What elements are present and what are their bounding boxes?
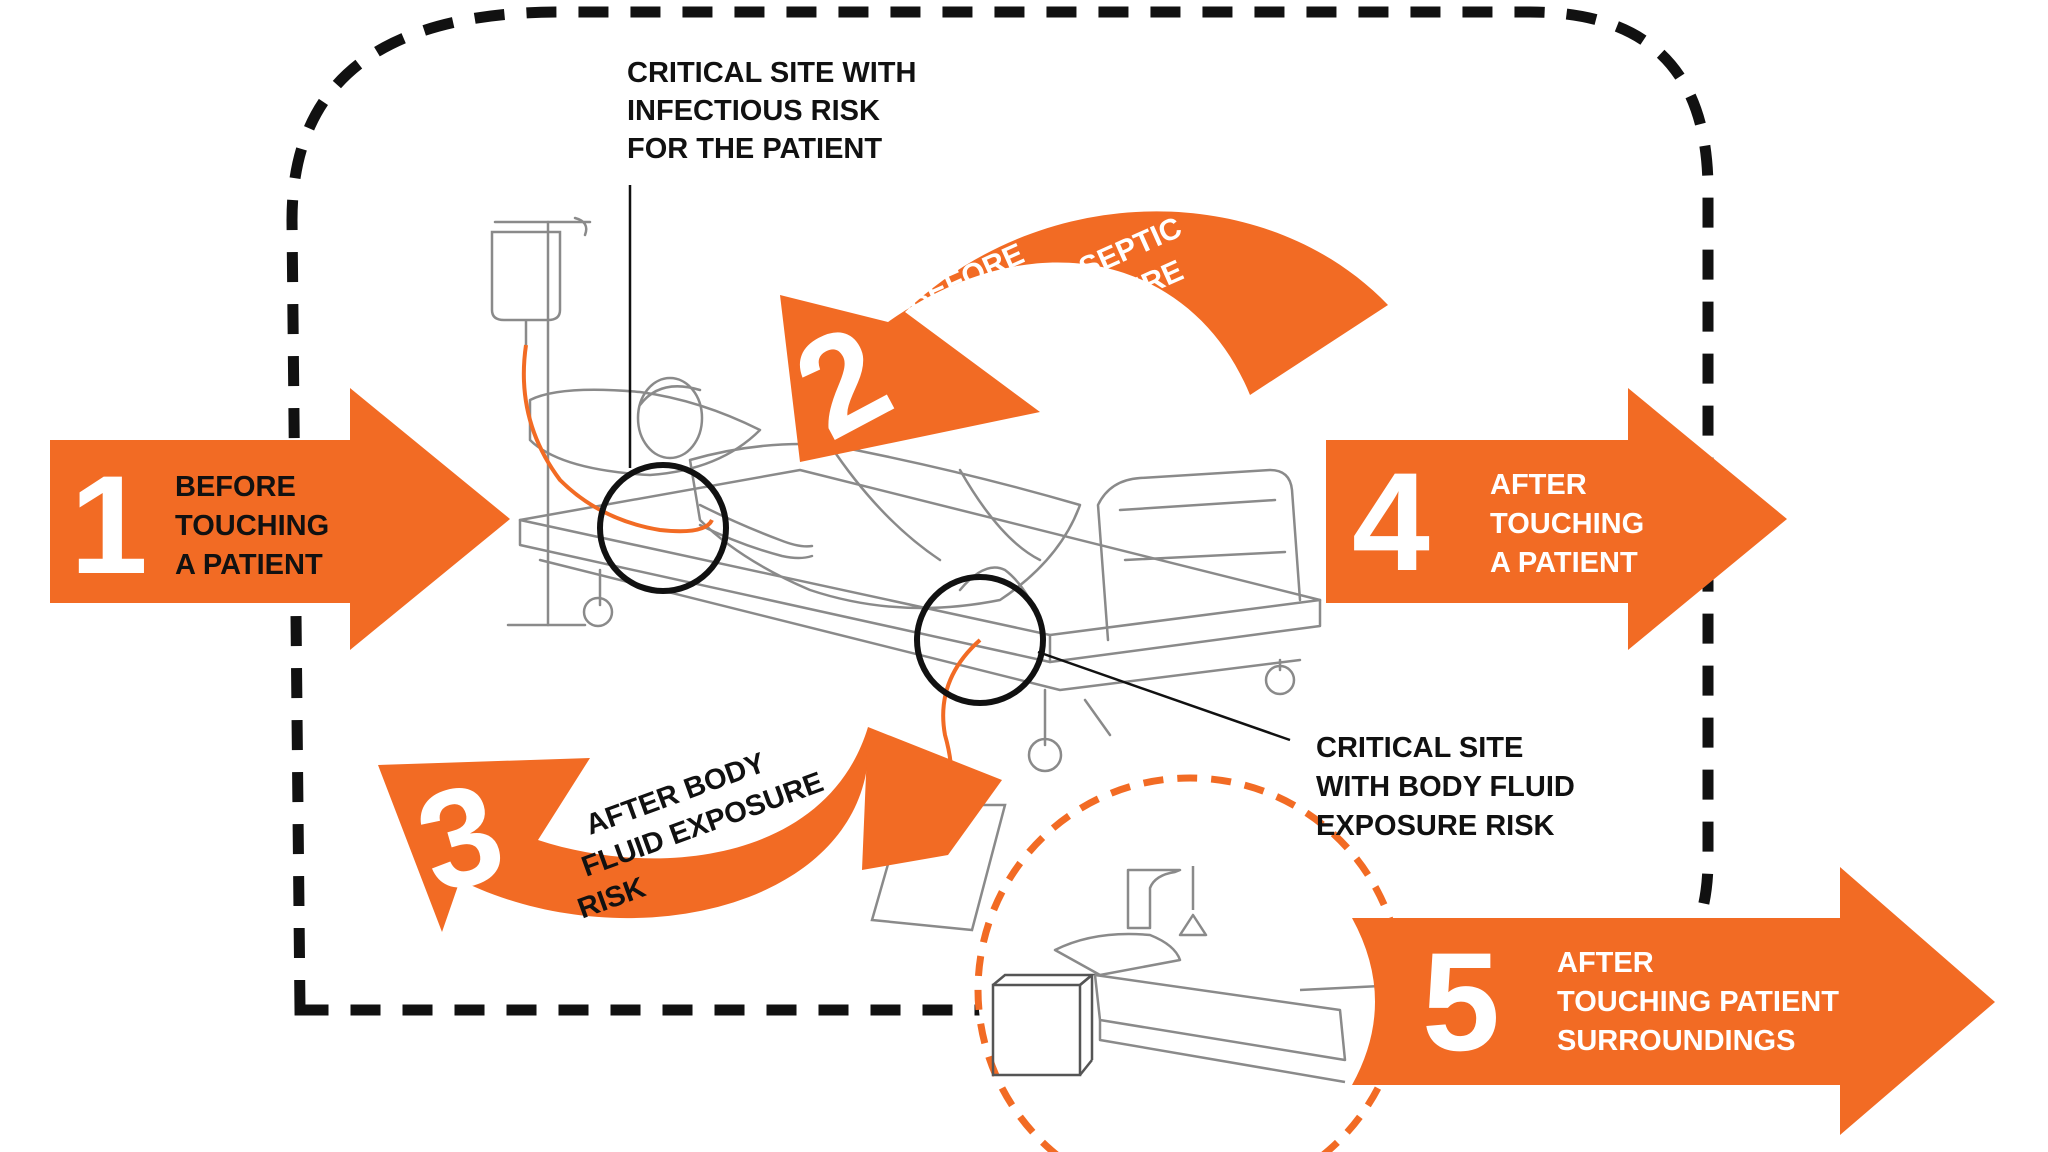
moment-1-number: 1	[70, 446, 148, 603]
moment-1-arrow-shape	[50, 388, 510, 650]
moment-1-arrow: 1 BEFORE TOUCHING A PATIENT	[50, 388, 510, 650]
iv-tube	[521, 344, 714, 534]
patient-zone-boundary	[286, 6, 1714, 1016]
moment-1-label: BEFORE TOUCHING A PATIENT	[175, 471, 337, 581]
moment-4-arrow: 4 AFTER TOUCHING A PATIENT	[1326, 388, 1787, 650]
moment-5-number: 5	[1422, 923, 1500, 1080]
critical-site-circle-infectious	[597, 462, 729, 594]
critical-site-circle-body-fluid	[914, 574, 1046, 706]
moment-5-arrow-shape	[1352, 867, 1995, 1135]
callout-leader-right	[1037, 650, 1291, 742]
moment-3-arrow: 3 AFTER BODY FLUID EXPOSURE RISK	[378, 727, 1002, 932]
moment-3-arrow-shape	[378, 727, 869, 932]
callout-infectious-risk: CRITICAL SITE WITH INFECTIOUS RISK FOR T…	[627, 57, 925, 165]
moment-3-arrow-tail	[862, 727, 1002, 870]
moment-5-arrow: 5 AFTER TOUCHING PATIENT SURROUNDINGS	[1352, 867, 1995, 1135]
moment-4-number: 4	[1352, 443, 1430, 600]
moment-2-arrow: 2 BEFORE CLEAN/ASEPTIC PROCEDURE	[771, 211, 1388, 469]
moment-5-label: AFTER TOUCHING PATIENT SURROUNDINGS	[1557, 947, 1847, 1057]
moment-4-label: AFTER TOUCHING A PATIENT	[1490, 469, 1652, 579]
moment-2-arrow-shape	[780, 211, 1388, 462]
iv-drip-bag-icon	[490, 230, 562, 345]
callout-body-fluid-risk: CRITICAL SITE WITH BODY FLUID EXPOSURE R…	[1316, 732, 1583, 842]
moment-4-arrow-shape	[1326, 388, 1787, 650]
bedside-table-icon	[991, 973, 1096, 1077]
